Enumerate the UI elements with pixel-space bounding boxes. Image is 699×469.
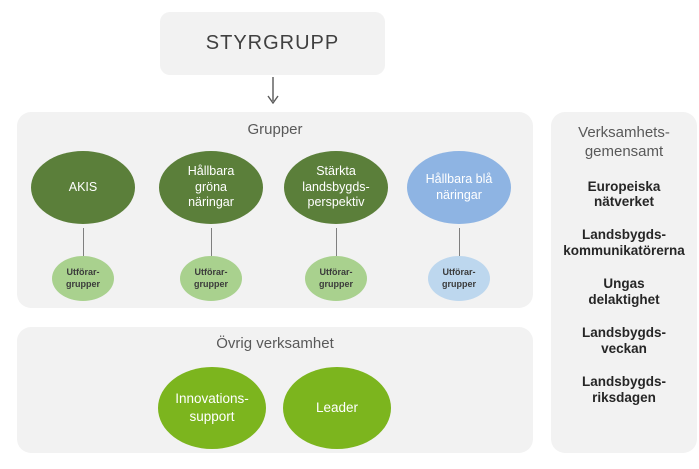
group-ellipse-grona-naringar: Hållbara gröna näringar <box>159 151 263 224</box>
verksamhetsgemensamt-title: Verksamhets- gemensamt <box>578 124 670 160</box>
ovrig-verksamhet-panel: Övrig verksamhet Innovations- support Le… <box>17 327 533 453</box>
executor-group-label: Utförar- grupper <box>65 266 100 289</box>
connector-line <box>211 228 212 256</box>
ellipse-leader: Leader <box>283 367 391 449</box>
group-label: Hållbara blå näringar <box>425 171 493 202</box>
ellipse-innovationssupport: Innovations- support <box>158 367 266 449</box>
connector-line <box>336 228 337 256</box>
group-ellipse-landsbygdsperspektiv: Stärkta landsbygds- perspektiv <box>284 151 388 224</box>
grupper-panel: Grupper AKIS Utförar- grupper Hållbara g… <box>17 112 533 308</box>
group-ellipse-akis: AKIS <box>31 151 135 224</box>
ovrig-item-label: Leader <box>315 400 359 416</box>
verksamhetsgemensamt-item: Landsbygds- veckan <box>581 325 666 356</box>
verksamhetsgemensamt-item: Landsbygds- riksdagen <box>581 373 666 405</box>
executor-group-label: Utförar- grupper <box>318 266 353 289</box>
executor-group-ellipse: Utförar- grupper <box>428 256 490 301</box>
verksamhetsgemensamt-item: Europeiska nätverket <box>587 178 661 210</box>
verksamhetsgemensamt-item: Ungas delaktighet <box>588 276 660 308</box>
executor-group-ellipse: Utförar- grupper <box>180 256 242 301</box>
connector-line <box>83 228 84 256</box>
group-ellipse-bla-naringar: Hållbara blå näringar <box>407 151 511 224</box>
verksamhetsgemensamt-item: Landsbygds- kommunikatörerna <box>563 227 685 259</box>
ovrig-item-label: Innovations- support <box>175 391 249 424</box>
group-label: Stärkta landsbygds- perspektiv <box>302 164 370 210</box>
styrgrupp-label: STYRGRUPP <box>205 32 340 54</box>
group-label: AKIS <box>68 179 98 194</box>
styrgrupp-box: STYRGRUPP <box>160 12 385 75</box>
grupper-title: Grupper <box>247 121 303 138</box>
down-arrow-icon <box>265 77 281 105</box>
ovrig-verksamhet-title: Övrig verksamhet <box>216 335 334 352</box>
executor-group-label: Utförar- grupper <box>441 266 476 289</box>
executor-group-ellipse: Utförar- grupper <box>52 256 114 301</box>
executor-group-ellipse: Utförar- grupper <box>305 256 367 301</box>
group-label: Hållbara gröna näringar <box>187 164 235 210</box>
verksamhetsgemensamt-panel: Verksamhets- gemensamt Europeiska nätver… <box>551 112 697 453</box>
executor-group-label: Utförar- grupper <box>193 266 228 289</box>
connector-line <box>459 228 460 256</box>
